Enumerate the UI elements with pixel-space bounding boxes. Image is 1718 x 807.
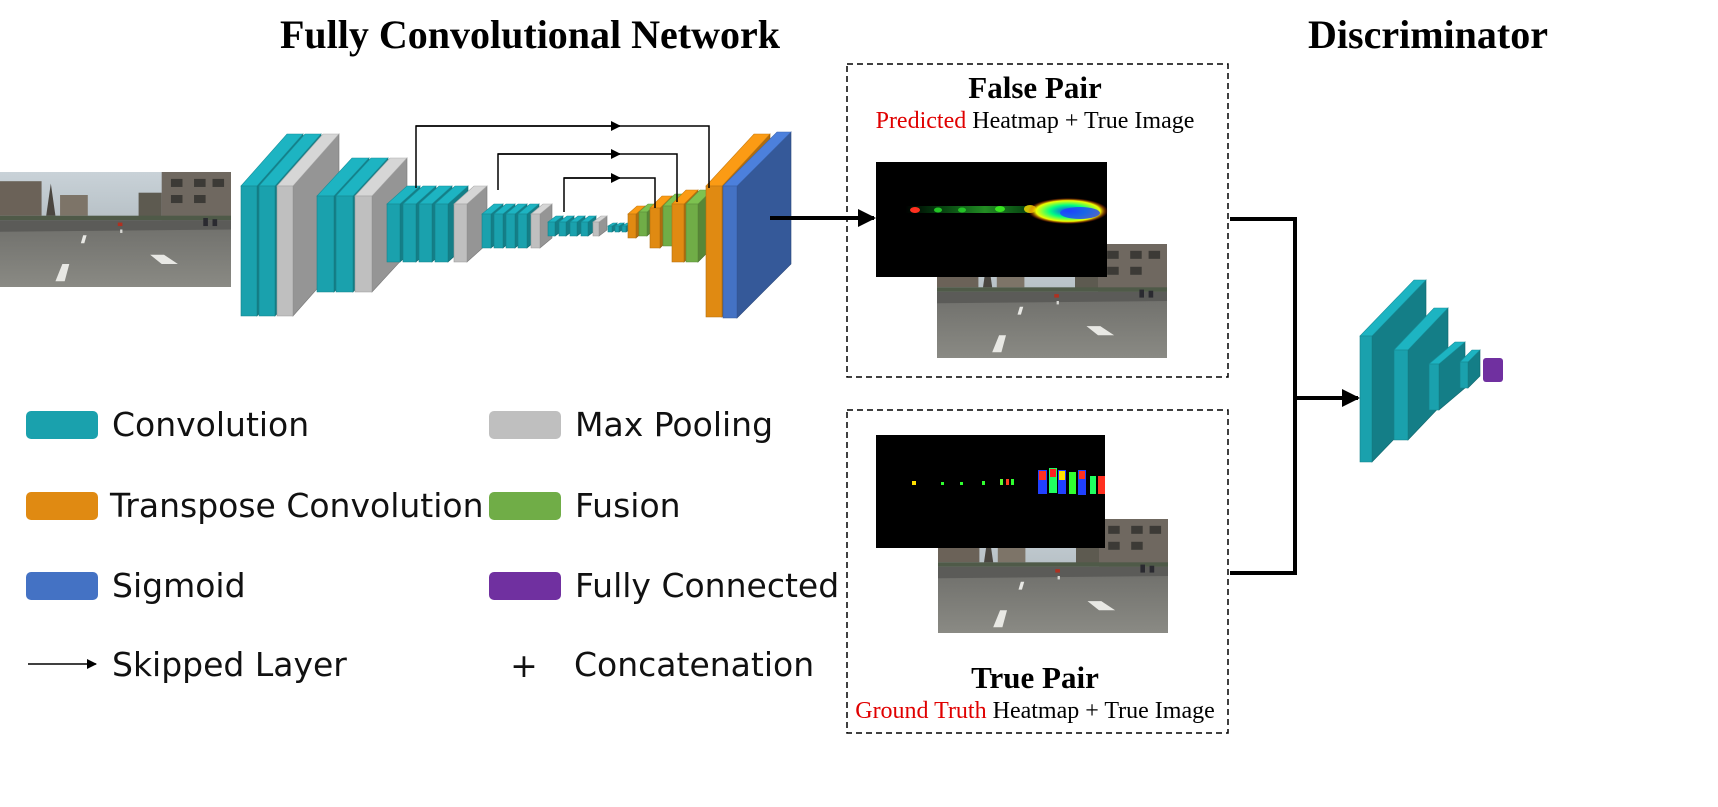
legend-label-skipped-layer: Skipped Layer bbox=[112, 645, 347, 684]
false-pair-subtitle-highlight: Predicted bbox=[876, 108, 967, 134]
pool-block bbox=[592, 215, 608, 237]
fcn-network bbox=[240, 131, 792, 319]
true-pair-subtitle: Ground Truth Heatmap + True Image bbox=[855, 698, 1215, 724]
legend-label-max-pooling: Max Pooling bbox=[575, 405, 773, 444]
legend-concatenation-plus-icon: + bbox=[510, 646, 538, 685]
true-pair-subtitle-highlight: Ground Truth bbox=[855, 698, 986, 724]
legend: Convolution Max Pooling Transpose Convol… bbox=[26, 405, 839, 685]
legend-swatch-max-pooling bbox=[489, 411, 561, 439]
false-pair-subtitle-rest: Heatmap + True Image bbox=[966, 108, 1194, 134]
false-pair-box: False Pair Predicted Heatmap + True Imag… bbox=[846, 63, 1229, 378]
disc-conv-block bbox=[1428, 341, 1466, 411]
legend-label-fusion: Fusion bbox=[575, 486, 681, 525]
legend-swatch-sigmoid bbox=[26, 572, 98, 600]
legend-swatch-transpose-convolution bbox=[26, 492, 98, 520]
true-pair-title: True Pair bbox=[971, 660, 1099, 695]
sigmoid-block bbox=[722, 131, 792, 319]
legend-label-concatenation: Concatenation bbox=[574, 645, 814, 684]
discriminator-title: Discriminator bbox=[1308, 12, 1548, 57]
input-street-image bbox=[0, 172, 231, 287]
legend-swatch-fully-connected bbox=[489, 572, 561, 600]
legend-swatch-fusion bbox=[489, 492, 561, 520]
legend-label-sigmoid: Sigmoid bbox=[112, 566, 246, 605]
false-pair-subtitle: Predicted Heatmap + True Image bbox=[876, 108, 1195, 134]
skip-connections bbox=[415, 121, 710, 212]
pair-to-discriminator-connector bbox=[1230, 217, 1360, 575]
discriminator-network bbox=[1359, 279, 1503, 463]
true-pair-subtitle-rest: Heatmap + True Image bbox=[987, 698, 1215, 724]
skip-connection-outer bbox=[415, 125, 710, 188]
fcn-title: Fully Convolutional Network bbox=[280, 12, 781, 57]
pool-block bbox=[530, 203, 553, 249]
legend-swatch-convolution bbox=[26, 411, 98, 439]
conv-block bbox=[606, 222, 619, 233]
predicted-heatmap bbox=[876, 162, 1108, 277]
false-pair-title: False Pair bbox=[968, 70, 1102, 105]
legend-label-transpose-convolution: Transpose Convolution bbox=[109, 486, 484, 525]
fully-connected-block bbox=[1483, 358, 1503, 382]
ground-truth-heatmap bbox=[876, 435, 1105, 548]
disc-conv-block bbox=[1459, 349, 1481, 389]
true-pair-box: True Pair Ground Truth Heatmap + True Im… bbox=[846, 409, 1229, 734]
legend-label-fully-connected: Fully Connected bbox=[575, 566, 839, 605]
legend-label-convolution: Convolution bbox=[112, 405, 309, 444]
